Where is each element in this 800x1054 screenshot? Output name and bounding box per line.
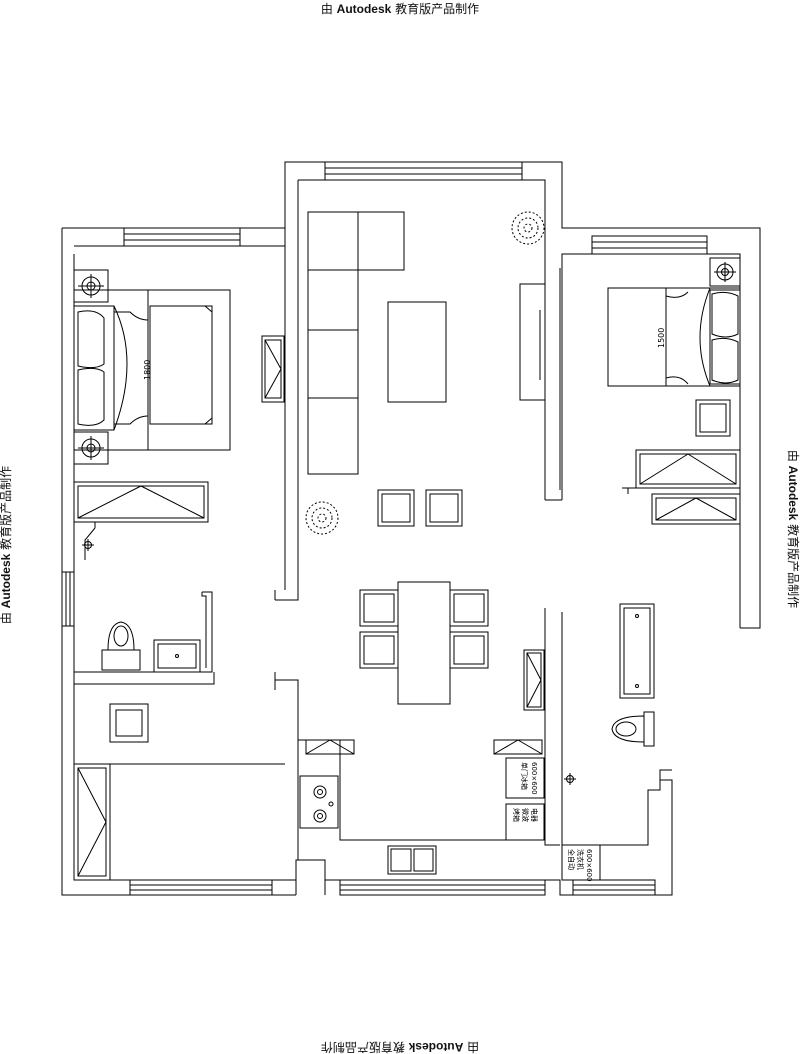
windows — [61, 161, 708, 896]
microwave-cabinet: 烤箱 微波 电器 — [505, 803, 545, 841]
dining-table — [397, 581, 451, 705]
master-nightstand-bottom — [73, 431, 109, 465]
kitchen-cabinet-right — [493, 739, 543, 755]
sofa — [307, 211, 405, 475]
ne-nightstand — [709, 257, 741, 287]
ne-cabinet-low — [651, 493, 741, 525]
kitchen-sink — [387, 845, 437, 875]
dining-chair-4 — [449, 631, 489, 669]
fridge-label: 单门冰箱 — [520, 762, 529, 790]
master-wardrobe — [73, 481, 209, 523]
ne-wardrobe — [635, 449, 741, 489]
microwave-label-2: 微波 — [521, 808, 530, 822]
bathtub-vanity — [619, 603, 655, 699]
microwave-label-3: 电器 — [530, 808, 539, 822]
master-bath-light — [82, 539, 94, 551]
master-tv-cabinet — [261, 335, 285, 403]
bathroom-light — [564, 773, 576, 785]
ne-bed — [607, 287, 741, 387]
tv-unit — [519, 283, 546, 401]
kitchen-cabinet-left — [305, 739, 355, 755]
master-bed-dimension: 1800 — [143, 360, 152, 380]
coffee-table — [387, 301, 447, 403]
plant-top — [511, 211, 545, 245]
sw-wardrobe — [73, 763, 111, 881]
washer-label-2: 洗衣机 — [576, 849, 585, 870]
microwave-label-1: 烤箱 — [512, 808, 521, 822]
armchair-right — [425, 489, 463, 527]
fridge: 单门冰箱 600×600 — [505, 757, 545, 799]
washer-label-1: 全自动 — [567, 849, 576, 870]
exterior-walls — [61, 161, 761, 896]
sw-bed-outline — [109, 763, 285, 880]
fridge-size-label: 600×600 — [530, 762, 538, 795]
dining-chair-1 — [359, 589, 399, 627]
master-toilet — [101, 621, 141, 671]
master-bed — [73, 289, 231, 451]
ne-bed-dimension: 1500 — [657, 328, 666, 348]
master-nightstand-top — [73, 269, 109, 303]
dining-sideboard — [523, 649, 545, 711]
sw-desk-chair — [109, 703, 149, 743]
dining-chair-2 — [359, 631, 399, 669]
ne-closet-wall — [622, 450, 637, 489]
dining-chair-3 — [449, 589, 489, 627]
armchair-left — [377, 489, 415, 527]
watermark-top: 由 Autodesk 教育版产品制作 — [320, 2, 480, 16]
bathroom-toilet — [611, 711, 655, 747]
washer-size-label: 600×600 — [585, 849, 593, 882]
interior-walls — [74, 268, 741, 860]
gas-stove — [299, 775, 339, 829]
master-vanity — [153, 639, 201, 673]
ne-chair — [695, 399, 731, 437]
washing-machine: 全自动 洗衣机 600×600 — [561, 844, 601, 882]
plant-left — [305, 501, 339, 535]
